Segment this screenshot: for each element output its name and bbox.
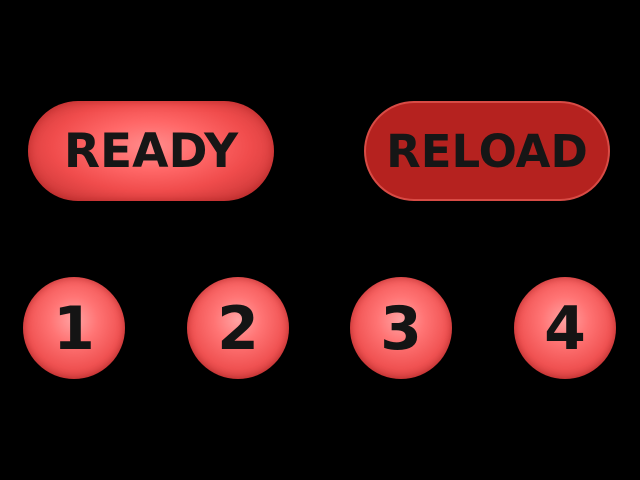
number-button-2[interactable]: 2	[187, 277, 289, 379]
ready-button[interactable]: READY	[28, 101, 274, 201]
number-button-4[interactable]: 4	[514, 277, 616, 379]
number-label-1: 1	[53, 294, 95, 364]
number-label-3: 3	[380, 294, 422, 364]
reload-label: RELOAD	[386, 124, 588, 178]
ready-label: READY	[63, 123, 239, 179]
number-label-2: 2	[217, 294, 259, 364]
reload-button[interactable]: RELOAD	[364, 101, 610, 201]
number-label-4: 4	[544, 294, 586, 364]
number-button-3[interactable]: 3	[350, 277, 452, 379]
number-button-1[interactable]: 1	[23, 277, 125, 379]
